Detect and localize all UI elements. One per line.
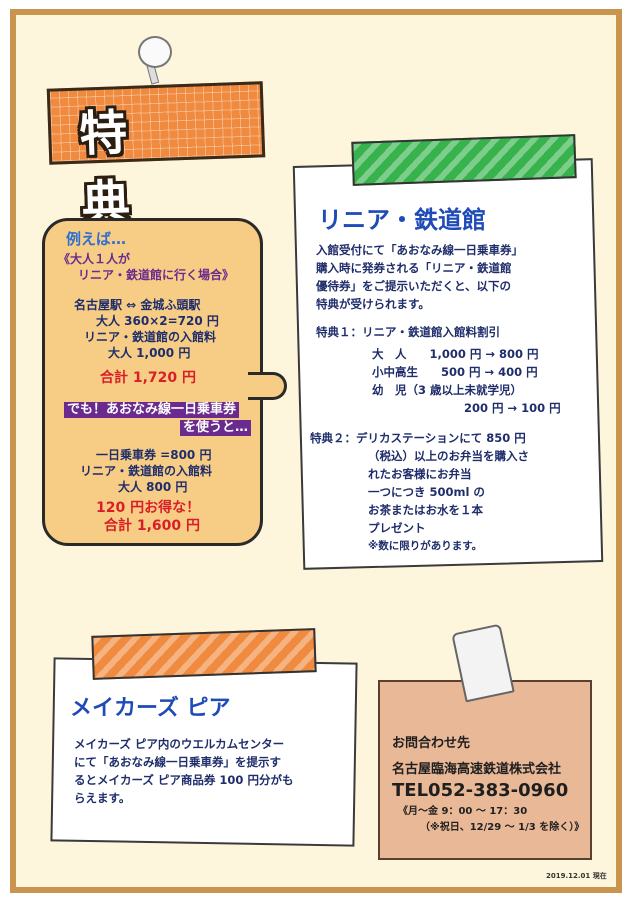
example-bubble (42, 218, 263, 546)
linear-intro-line: 特典が受けられます。 (316, 297, 430, 311)
phone-number[interactable]: TEL052-383-0960 (392, 780, 569, 801)
contact-heading: お問合わせ先 (392, 736, 471, 751)
example-line: 大人 800 円 (118, 480, 188, 494)
price-row: 大 人 1,000 円 → 800 円 (372, 347, 539, 361)
benefit-2-line: お茶またはお水を１本 (368, 503, 483, 517)
benefit-2-line: 一つにつき 500ml の (368, 485, 485, 499)
example-line: 大人 360×2=720 円 (96, 314, 219, 328)
price-row: 幼 児（3 歳以上未就学児） (372, 383, 523, 397)
benefit-2-line: れたお客様にお弁当 (368, 467, 472, 481)
linear-intro-line: 入館受付にて「あおなみ線一日乗車券」 (316, 243, 523, 257)
makers-title: メイカーズ ピア (70, 696, 231, 721)
contact-card (378, 680, 592, 860)
example-line: 名古屋駅 ⇔ 金城ふ頭駅 (74, 298, 201, 312)
price-row: 200 円 → 100 円 (464, 401, 561, 415)
example-case: 《大人１人が (58, 252, 131, 266)
example-line: リニア・鉄道館の入館料 (84, 330, 217, 344)
company-name: 名古屋臨海高速鉄道株式会社 (392, 762, 562, 777)
example-heading: 例えば… (66, 230, 127, 248)
linear-intro-line: 購入時に発券される「リニア・鉄道館 (316, 261, 512, 275)
benefit-2: 特典２：デリカステーションにて 850 円 (310, 431, 526, 445)
title-card: 特 典 (46, 81, 266, 233)
makers-line: るとメイカーズ ピア商品券 100 円分がも (74, 773, 294, 787)
makers-line: らえます。 (74, 791, 131, 805)
benefit-2-line: （税込）以上のお弁当を購入さ (368, 449, 529, 463)
bubble-tail (248, 372, 287, 400)
date-stamp: 2019.12.01 現在 (546, 872, 607, 880)
example-line: リニア・鉄道館の入館料 (80, 464, 213, 478)
linear-title: リニア・鉄道館 (318, 206, 486, 234)
quantity-note: ※数に限りがあります。 (368, 540, 483, 552)
office-hours: 《月～金 9：00 ～ 17：30 (398, 806, 528, 817)
price-row: 小中高生 500 円 → 400 円 (372, 365, 538, 379)
makers-card (50, 657, 358, 847)
green-tape (351, 134, 577, 186)
benefit-2-line: プレゼント (368, 521, 426, 535)
pushpin-head-icon (138, 36, 172, 68)
linear-intro-line: 優待券」をご提示いただくと、以下の (316, 279, 512, 293)
orange-tape (91, 628, 317, 680)
makers-line: にて「あおなみ線一日乗車券」を提示す (74, 755, 281, 769)
example-line: 一日乗車券 =800 円 (96, 448, 212, 462)
page-title: 特 典 (78, 101, 233, 233)
example-total-1: 合計 1,720 円 (100, 370, 197, 386)
example-case-2: リニア・鉄道館に行く場合》 (78, 268, 235, 282)
example-total-2: 合計 1,600 円 (104, 518, 201, 534)
example-deal: 120 円お得な！ (96, 500, 201, 516)
makers-line: メイカーズ ピア内のウエルカムセンター (74, 737, 285, 751)
example-but: でも！あおなみ線一日乗車券 (64, 402, 240, 418)
benefit-1: 特典１：リニア・鉄道館入館料割引 (316, 325, 500, 339)
example-but-2: を使うと… (180, 420, 252, 436)
example-line: 大人 1,000 円 (108, 346, 191, 360)
holiday-note: （※祝日、12/29 ～ 1/3 を除く）》 (420, 822, 585, 833)
